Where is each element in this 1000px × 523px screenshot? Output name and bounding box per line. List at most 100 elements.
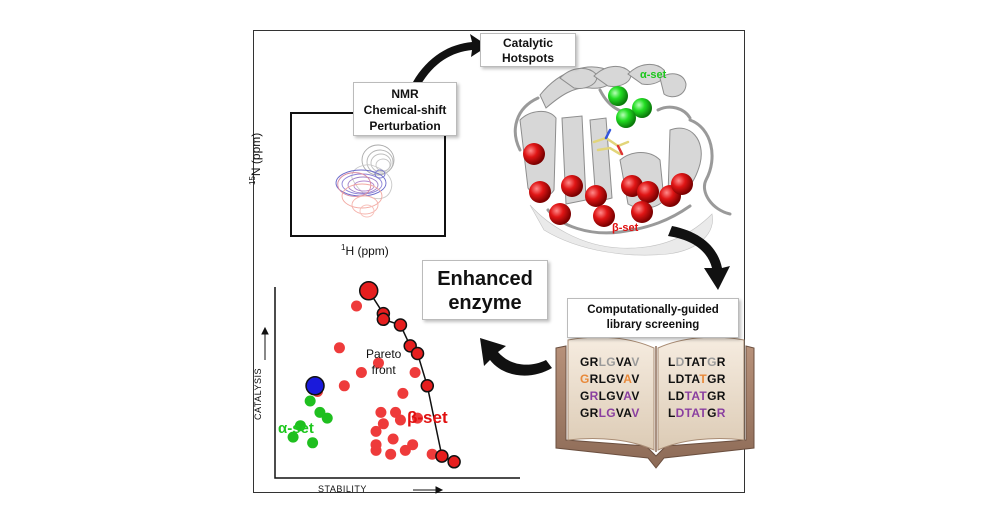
beta-point	[397, 387, 409, 399]
beta-point	[387, 433, 399, 445]
beta-point	[375, 406, 387, 418]
sequence-segment: V	[631, 372, 640, 386]
sequence-line: LDTATGR	[668, 406, 726, 420]
sequence-segment: L	[668, 406, 676, 420]
nmr-y-superscript: 15	[248, 176, 257, 185]
sequence-segment: V	[631, 389, 640, 403]
beta-point	[370, 439, 382, 451]
sequence-segment: LGV	[598, 389, 624, 403]
pareto-point	[376, 312, 391, 327]
sequence-segment: V	[631, 355, 640, 369]
beta-point	[370, 425, 382, 437]
nmr-contours	[335, 144, 395, 218]
beta-point	[394, 414, 406, 426]
nmr-x-axis-label: 1H (ppm)	[341, 243, 389, 258]
alpha-point	[307, 437, 319, 449]
pareto-point	[420, 379, 435, 393]
wild-type-point	[305, 376, 325, 396]
beta-point	[385, 448, 397, 460]
beta-set-points	[311, 300, 438, 460]
sequence-segment: RLGV	[589, 372, 624, 386]
alpha-point	[287, 431, 299, 443]
sequence-segment: GR	[707, 372, 726, 386]
sequence-segment: VA	[615, 406, 632, 420]
library-book	[555, 336, 755, 469]
sequence-line: LDTATGR	[668, 355, 726, 369]
enhanced-enzyme-label: Enhanced enzyme	[422, 260, 548, 320]
sequence-line: LDTATGR	[668, 389, 726, 403]
sequence-segment: TAT	[684, 389, 708, 403]
beta-point	[355, 367, 367, 378]
sequence-segment: A	[623, 389, 632, 403]
beta-point	[407, 439, 419, 451]
sequence-segment: GR	[580, 355, 599, 369]
hotspots-text: Catalytic Hotspots	[502, 36, 554, 65]
catalytic-hotspots-label: Catalytic Hotspots	[480, 33, 576, 67]
nmr-y-axis-label: 15N (ppm)	[248, 133, 263, 185]
beta-point	[372, 357, 384, 369]
sequence-segment: GR	[580, 406, 599, 420]
sequence-segment: TAT	[684, 355, 708, 369]
sequence-segment: R	[589, 389, 599, 403]
alpha-set-protein-label: α-set	[640, 69, 667, 81]
library-screening-label: Computationally-guided library screening	[567, 298, 739, 338]
arrow-nmr-to-hotspots	[413, 34, 488, 86]
alpha-point	[294, 420, 306, 432]
alpha-set-points	[287, 395, 333, 449]
pareto-point	[410, 346, 425, 361]
protein-structure	[513, 64, 732, 256]
nmr-label-line3: Perturbation	[369, 119, 441, 133]
sequence-line: GRLGVAV	[580, 372, 640, 386]
sequence-segment: A	[623, 372, 632, 386]
sequence-segment: VA	[615, 355, 632, 369]
sequence-segment: D	[675, 355, 685, 369]
beta-point	[377, 418, 389, 430]
sequence-segment: G	[707, 355, 717, 369]
beta-point	[412, 412, 424, 424]
beta-point	[426, 448, 438, 460]
nmr-y-text: N (ppm)	[249, 132, 263, 177]
nmr-x-text: H (ppm)	[345, 244, 389, 258]
sequence-segment: LDTA	[668, 372, 700, 386]
sequence-segment: G	[707, 406, 717, 420]
pareto-point	[358, 281, 379, 301]
enhanced-line2: enzyme	[448, 292, 522, 314]
library-line2: library screening	[606, 319, 700, 331]
library-line1: Computationally-guided	[587, 304, 719, 316]
sequence-line: LDTATGR	[668, 372, 726, 386]
pareto-point	[447, 455, 461, 469]
nmr-label: NMR Chemical-shift Perturbation	[353, 82, 457, 136]
sequence-segment: G	[580, 372, 590, 386]
arrow-library-to-enzyme	[480, 338, 552, 376]
sequence-segment: V	[631, 406, 640, 420]
pareto-line1: Pareto	[366, 347, 402, 361]
beta-set-spheres	[523, 143, 693, 227]
sequence-segment: LD	[668, 389, 685, 403]
pareto-front-points	[358, 281, 461, 469]
alpha-point	[321, 412, 333, 424]
alpha-set-spheres	[608, 86, 652, 128]
sequence-line: GRLGVAV	[580, 355, 640, 369]
catalysis-axis-label: CATALYSIS	[253, 367, 263, 420]
ligand-sticks	[592, 128, 630, 156]
beta-point	[338, 380, 350, 392]
beta-set-plot-label: β-set	[407, 408, 448, 427]
blue-point	[305, 376, 325, 396]
enhanced-line1: Enhanced	[437, 268, 533, 290]
sequence-line: GRLGVAV	[580, 406, 640, 420]
scatter-axes	[274, 287, 520, 479]
pareto-point	[435, 449, 449, 463]
pareto-point	[393, 318, 408, 332]
pareto-front-label: Pareto front	[366, 346, 401, 378]
alpha-set-plot-label: α-set	[278, 420, 314, 437]
pareto-line2: front	[371, 363, 396, 377]
beta-point	[333, 342, 345, 354]
sequence-segment: DTAT	[675, 406, 708, 420]
sequence-segment: T	[699, 372, 708, 386]
sequence-segment: LG	[598, 355, 616, 369]
sequence-segment: R	[716, 406, 726, 420]
nmr-label-line1: NMR	[391, 87, 419, 101]
sequence-segment: G	[580, 389, 590, 403]
axis-arrows	[261, 326, 444, 494]
arrow-protein-to-library	[668, 226, 730, 290]
